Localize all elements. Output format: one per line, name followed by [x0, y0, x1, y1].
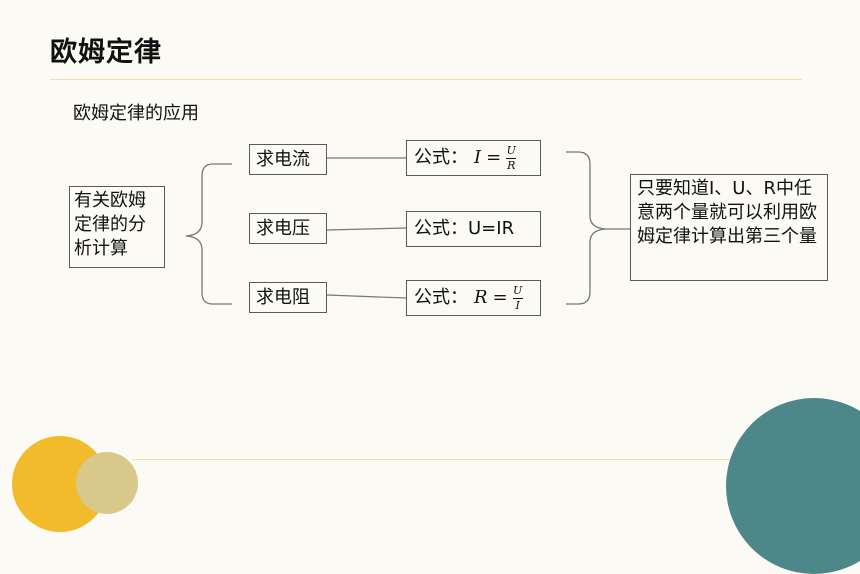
page-title: 欧姆定律 — [50, 37, 162, 68]
topic-box: 有关欧姆定律的分析计算 — [69, 186, 165, 268]
fraction-numerator: U — [506, 143, 516, 157]
fraction-denominator: I — [515, 298, 520, 312]
fraction-numerator: U — [513, 283, 523, 297]
connector-lines — [185, 151, 630, 305]
method-resistance-box: 求电阻 — [249, 282, 327, 313]
connector-voltage — [326, 227, 407, 231]
formula-equals: = — [492, 287, 508, 308]
formula-voltage-box: 公式：U=IR — [406, 211, 541, 247]
formula-lhs: R — [474, 287, 488, 308]
title-divider — [50, 79, 802, 80]
section-subtitle: 欧姆定律的应用 — [73, 103, 199, 124]
left-brace — [185, 163, 232, 305]
formula-fraction: U I — [512, 283, 523, 312]
formula-label: 公式： — [414, 287, 468, 308]
formula-lhs: I — [474, 147, 482, 168]
formula-current-box: 公式： I = U R — [406, 140, 541, 176]
formula-resistance-box: 公式： R = U I — [406, 280, 541, 316]
footer-divider — [132, 459, 732, 460]
formula-label: 公式： — [414, 147, 468, 168]
fraction-bar — [506, 157, 517, 159]
formula-resistance: R = U I — [474, 283, 523, 312]
formula-current: I = U R — [474, 143, 517, 172]
fraction-denominator: R — [507, 158, 516, 172]
method-voltage-box: 求电压 — [249, 213, 327, 244]
summary-box: 只要知道I、U、R中任意两个量就可以利用欧姆定律计算出第三个量 — [630, 174, 828, 281]
method-current-box: 求电流 — [249, 144, 327, 175]
formula-fraction: U R — [506, 143, 517, 172]
formula-equals: = — [486, 147, 502, 168]
connector-resistance — [326, 294, 407, 299]
decor-circle-khaki — [76, 452, 138, 514]
formula-voltage: 公式：U=IR — [414, 218, 515, 239]
right-brace — [566, 151, 607, 305]
fraction-bar — [512, 297, 523, 299]
